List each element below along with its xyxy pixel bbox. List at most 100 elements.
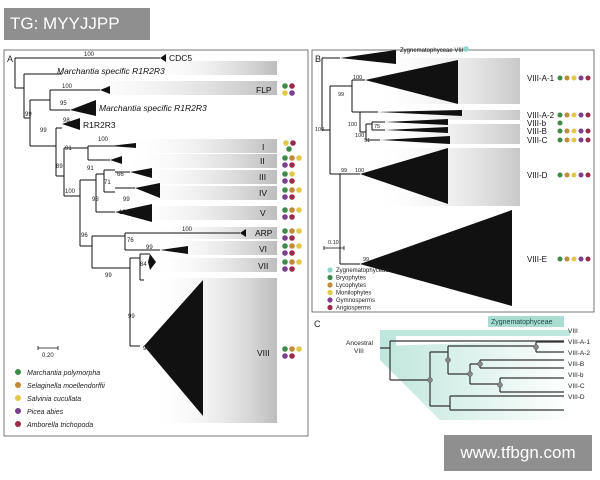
taxon-mp-r1r2r3: Marchantia specific R1R2R3 bbox=[57, 66, 165, 76]
bootstrap-value: 100 bbox=[355, 168, 364, 174]
bootstrap-value: 99 bbox=[341, 168, 347, 174]
clade-v bbox=[115, 204, 152, 222]
bootstrap-value: 99 bbox=[146, 245, 153, 251]
panel-c-tree bbox=[380, 340, 564, 411]
dots-bb bbox=[557, 128, 591, 134]
dots-arp bbox=[282, 228, 302, 241]
dots-i bbox=[283, 140, 296, 152]
tree-node bbox=[445, 357, 451, 363]
zyg-dot bbox=[463, 46, 469, 52]
clade-i bbox=[110, 143, 136, 148]
leaf-label: VIII-B bbox=[568, 361, 584, 368]
watermark-top-left: TG: MYYJJPP bbox=[4, 8, 150, 40]
band-v bbox=[120, 206, 277, 220]
panel-a-taxa: CDC5 Marchantia specific R1R2R3 FLP Marc… bbox=[57, 53, 273, 358]
band-mp bbox=[140, 61, 277, 75]
panel-b-tree bbox=[321, 57, 385, 265]
bootstrap-value: 89 bbox=[56, 164, 63, 170]
bootstrap-value: 91 bbox=[65, 146, 72, 152]
clade-vi bbox=[160, 246, 188, 254]
dots-vi bbox=[282, 243, 302, 256]
panel-a-clades bbox=[62, 54, 246, 416]
taxon-e: VIII-E bbox=[527, 255, 547, 264]
leaf-label: VIII-b bbox=[568, 372, 584, 379]
leaf-label: VIII bbox=[568, 328, 578, 335]
dots-iv bbox=[282, 187, 302, 200]
panel-a-bootstrap: 100 100 99 95 99 98 100 91 91 89 66 71 9… bbox=[25, 52, 193, 352]
bootstrap-value: 99 bbox=[338, 92, 344, 98]
clade-d bbox=[360, 148, 448, 204]
clade-arp bbox=[240, 229, 246, 237]
dots-iii bbox=[282, 171, 295, 184]
legend-label: Zygnematophyceae bbox=[336, 268, 389, 274]
bootstrap-value: 100 bbox=[353, 75, 362, 81]
zyg-header-box bbox=[488, 316, 564, 327]
clade-a1 bbox=[365, 60, 458, 104]
taxon-bb: VIII-B bbox=[527, 127, 547, 136]
bootstrap-value: 100 bbox=[348, 122, 357, 128]
leaf-label: VIII-A-1 bbox=[568, 339, 590, 346]
legend-label: Monilophytes bbox=[336, 291, 371, 297]
legend-dot bbox=[327, 274, 333, 281]
panel-b-legend: Zygnematophyceae Bryophytes Lycophytes M… bbox=[327, 267, 389, 312]
clade-e bbox=[360, 210, 512, 306]
taxon-mp-r1r2r3-b: Marchantia specific R1R2R3 bbox=[99, 103, 207, 113]
bootstrap-value: 99 bbox=[105, 273, 112, 279]
legend-label: Gymnosperms bbox=[336, 298, 375, 304]
ancestral-label: Ancestral bbox=[346, 340, 374, 347]
band-i bbox=[120, 139, 277, 153]
legend-label: Picea abies bbox=[27, 409, 64, 416]
legend-dot bbox=[15, 408, 21, 414]
taxon-a1: VIII-A-1 bbox=[527, 74, 555, 83]
legend-dot bbox=[15, 421, 21, 427]
clade-zyg bbox=[340, 50, 396, 64]
panel-a: A bbox=[3, 49, 309, 437]
legend-dot bbox=[15, 382, 21, 388]
panel-c: C Zygnematophyceae Ancestral bbox=[314, 316, 590, 420]
scale-label: 0.10 bbox=[328, 240, 339, 246]
dots-c bbox=[557, 137, 591, 143]
tree-node bbox=[477, 361, 483, 367]
panel-a-scale: 0.20 bbox=[37, 346, 59, 359]
bootstrap-value: 100 bbox=[355, 133, 364, 139]
legend-label: Selaginella moellendorffii bbox=[27, 383, 105, 390]
legend-label: Bryophytes bbox=[336, 276, 366, 282]
panel-c-ancestral: Ancestral VIII bbox=[346, 340, 374, 355]
bootstrap-value: 98 bbox=[92, 197, 99, 203]
clade-cdc5 bbox=[160, 54, 166, 62]
legend-dot bbox=[15, 369, 21, 375]
taxon-cdc5: CDC5 bbox=[169, 53, 192, 63]
bootstrap-value: 99 bbox=[40, 128, 47, 134]
clade-flp bbox=[100, 86, 110, 94]
band-flp bbox=[60, 81, 277, 95]
dots-viii bbox=[282, 346, 302, 359]
band-ii bbox=[120, 154, 277, 168]
leaf-label: VIII-C bbox=[568, 383, 585, 390]
taxon-a2: VIII-A-2 bbox=[527, 111, 555, 120]
scale-label: 0.20 bbox=[42, 353, 54, 359]
ancestral-label: VIII bbox=[354, 348, 364, 355]
legend-label: Lycophytes bbox=[336, 283, 366, 289]
clade-ii bbox=[110, 156, 122, 164]
panel-b-taxa: Zygnematophyceae VIII VIII-A-1 VIII-A-2 … bbox=[400, 48, 555, 264]
clade-b bbox=[385, 119, 448, 125]
panel-c-leaves: VIII VIII-A-1 VIII-A-2 VIII-B VIII-b VII… bbox=[568, 328, 590, 401]
panel-a-dots bbox=[282, 83, 302, 359]
bootstrap-value: 100 bbox=[84, 52, 95, 58]
tree-node bbox=[497, 382, 503, 388]
bootstrap-value: 98 bbox=[143, 346, 150, 352]
legend-dot bbox=[327, 304, 333, 311]
panel-a-legend: Marchantia polymorpha Selaginella moelle… bbox=[15, 369, 105, 429]
bootstrap-value: 91 bbox=[364, 138, 370, 144]
taxon-zyg: Zygnematophyceae VIII bbox=[400, 48, 464, 54]
dots-v bbox=[282, 207, 302, 220]
panel-b-clades bbox=[340, 50, 512, 306]
bootstrap-value: 100 bbox=[65, 189, 76, 195]
taxon-i: I bbox=[262, 142, 264, 152]
panel-c-nodes bbox=[427, 344, 539, 388]
tree-node bbox=[427, 377, 433, 383]
bootstrap-value: 99 bbox=[128, 314, 135, 320]
taxon-v: V bbox=[260, 208, 266, 218]
bootstrap-value: 100 bbox=[182, 227, 193, 233]
